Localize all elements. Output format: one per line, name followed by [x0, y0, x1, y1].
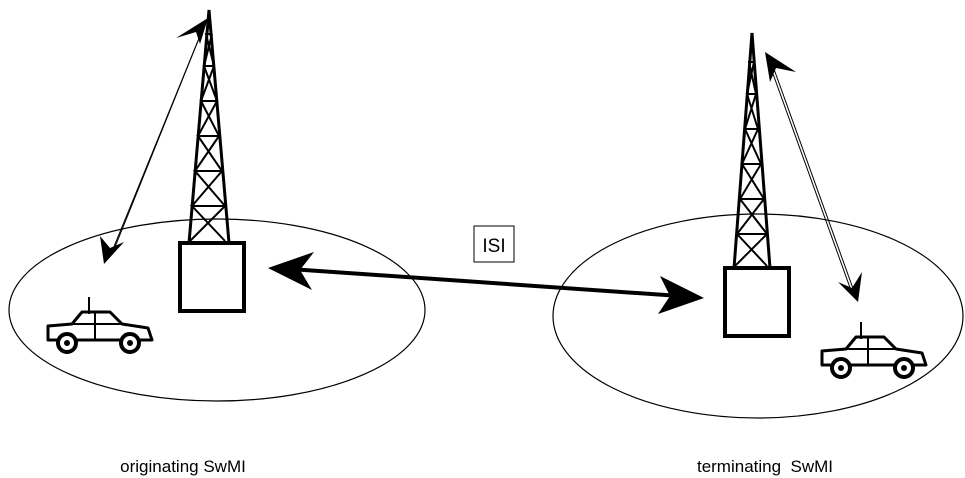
isi-link-arrow-icon — [268, 252, 704, 314]
terminating-swmi-label: terminating SwMI — [697, 457, 833, 476]
terminating-vehicle-icon — [820, 322, 928, 379]
terminating-tower-icon — [732, 32, 772, 269]
terminating-coverage-area — [552, 213, 964, 419]
originating-radio-link-arrow-icon — [100, 18, 208, 264]
originating-vehicle-icon — [46, 297, 154, 354]
terminating-base-station-box-icon — [723, 266, 791, 338]
originating-swmi-label: originating SwMI — [120, 457, 246, 476]
originating-coverage-area — [8, 218, 426, 402]
originating-base-station-box-icon — [178, 241, 246, 313]
terminating-radio-link-arrow-icon — [765, 52, 862, 302]
isi-label-box — [473, 225, 515, 263]
originating-tower-icon — [187, 9, 231, 244]
isi-label: ISI — [482, 236, 505, 257]
